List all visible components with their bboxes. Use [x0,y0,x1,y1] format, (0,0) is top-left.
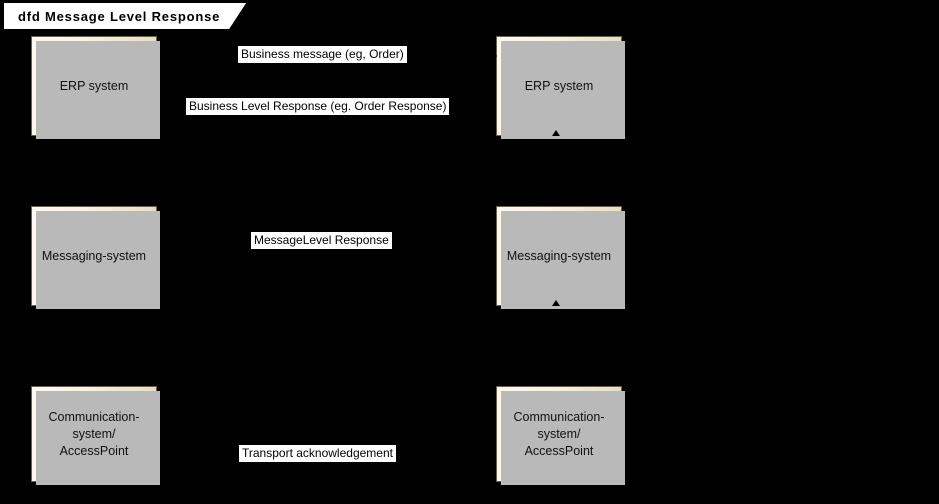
node-label: Communication- system/ AccessPoint [48,409,140,458]
node-communication-system-left[interactable]: Communication- system/ AccessPoint [31,386,160,485]
node-communication-system-right[interactable]: Communication- system/ AccessPoint [496,386,625,485]
edge-label-business-message: Business message (eg, Order) [238,46,407,63]
edge-label-business-level-response: Business Level Response (eg. Order Respo… [186,98,450,115]
arrowhead-message-level-response [161,236,167,244]
arrowhead-business-message [491,52,497,60]
edge-label-text: Business message (eg, Order) [241,47,404,61]
node-label: Messaging-system [506,248,612,263]
edge-label-text: Transport acknowledgement [242,446,393,460]
node-erp-system-right[interactable]: ERP system [496,36,625,139]
node-label: Messaging-system [41,248,147,263]
arrowhead-transport-acknowledgement [161,449,167,457]
arrowhead-right-messaging-bottom [552,300,560,306]
connector-left-erp-to-messaging [93,136,94,208]
frame-title-text: dfd Message Level Response [18,8,221,24]
frame-title-tab: dfd Message Level Response [4,3,246,29]
edge-label-transport-acknowledgement: Transport acknowledgement [239,445,396,462]
node-label: ERP system [524,78,594,93]
edge-label-message-level-response: MessageLevel Response [251,232,392,249]
connector-right-erp-to-messaging [556,136,557,208]
arrowhead-right-erp-bottom [552,130,560,136]
connector-right-messaging-to-comm [556,306,557,386]
edge-label-text: MessageLevel Response [254,233,389,247]
arrowhead-business-level-response [161,104,167,112]
connector-left-messaging-to-comm [93,306,94,386]
node-erp-system-left[interactable]: ERP system [31,36,160,139]
node-messaging-system-left[interactable]: Messaging-system [31,206,160,309]
node-label: Communication- system/ AccessPoint [513,409,605,458]
edge-label-text: Business Level Response (eg. Order Respo… [189,99,447,113]
node-label: ERP system [59,78,129,93]
node-messaging-system-right[interactable]: Messaging-system [496,206,625,309]
